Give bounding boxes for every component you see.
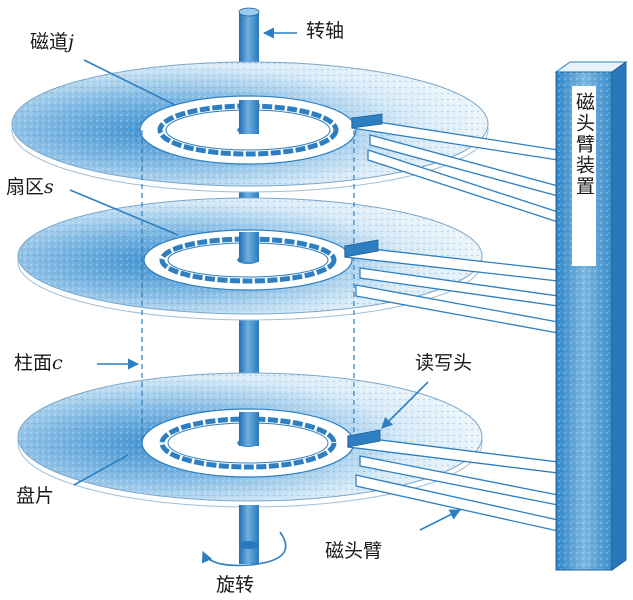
arm-assembly-box <box>554 61 628 571</box>
spindle-front-bottom <box>239 412 259 446</box>
cylinder-dashed-lines <box>141 130 355 445</box>
read-write-heads <box>344 113 383 448</box>
spindle-front-middle <box>239 232 259 262</box>
arm-assembly-label: 磁头臂装置 <box>573 92 595 197</box>
sector-label: 扇区s <box>6 176 54 198</box>
spindle-below <box>239 505 259 545</box>
track-leader <box>83 59 176 106</box>
platter-label: 盘片 <box>16 485 55 507</box>
spindle-top-cap <box>238 7 260 17</box>
read-write-head-label: 读写头 <box>415 352 473 374</box>
rotate-label: 旋转 <box>216 574 255 596</box>
head-arm-label: 磁头臂 <box>325 540 383 562</box>
arm-arrow <box>419 509 462 531</box>
spindle-label: 转轴 <box>306 20 345 42</box>
platter-leader <box>73 454 129 486</box>
track-label: 磁道j <box>30 31 74 53</box>
sector-leader <box>69 189 179 236</box>
leader-lines <box>69 27 462 567</box>
spindle-front-top <box>239 100 259 134</box>
head-arrow <box>381 381 429 429</box>
rotate-arrow <box>201 531 287 567</box>
cylinder-label: 柱面c <box>14 352 63 374</box>
